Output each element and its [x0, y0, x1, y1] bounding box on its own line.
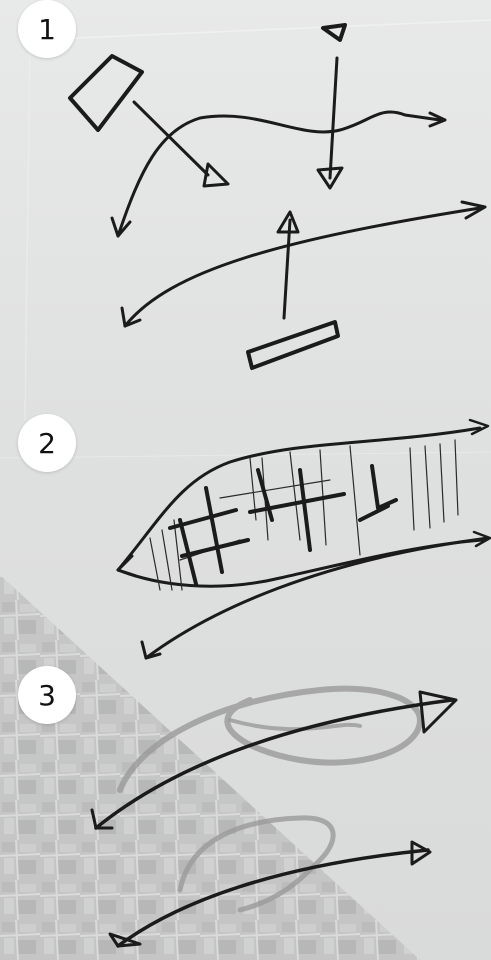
section-number-badge-3: 3: [18, 666, 76, 724]
section-number-3: 3: [38, 679, 56, 712]
sketch-diagram-1: [0, 0, 491, 400]
section-number-badge-1: 1: [18, 0, 76, 58]
section-number-1: 1: [38, 13, 56, 46]
section-number-2: 2: [38, 427, 56, 460]
section-number-badge-2: 2: [18, 414, 76, 472]
